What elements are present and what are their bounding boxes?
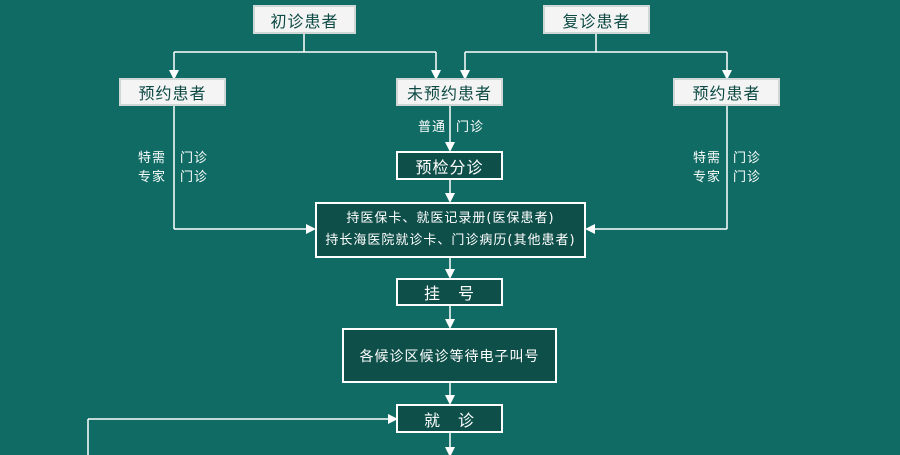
wait-call-label: 各候诊区候诊等待电子叫号 xyxy=(359,348,540,365)
left-special-clinic-label: 门诊 xyxy=(180,151,209,166)
no-appointment-box: 未预约患者 xyxy=(396,78,503,106)
wait-call-box: 各候诊区候诊等待电子叫号 xyxy=(342,328,557,383)
appointment-left-box: 预约患者 xyxy=(119,78,226,106)
appointment-left-label: 预约患者 xyxy=(138,84,207,103)
initial-patients-label: 初诊患者 xyxy=(270,11,339,31)
right-special-clinic-label: 门诊 xyxy=(733,151,762,166)
no-appointment-label: 未预约患者 xyxy=(406,84,492,103)
mid-regular-clinic-label: 门诊 xyxy=(456,120,485,135)
right-expert-label: 专家 xyxy=(693,170,722,185)
consultation-label: 就 诊 xyxy=(423,410,475,430)
documents-box: 持医保卡、就医记录册(医保患者) 持长海医院就诊卡、门诊病历(其他患者) xyxy=(315,202,586,258)
appointment-right-box: 预约患者 xyxy=(673,78,780,106)
left-expert-clinic-label: 门诊 xyxy=(180,170,209,185)
return-patients-label: 复诊患者 xyxy=(562,11,631,31)
initial-patients-box: 初诊患者 xyxy=(253,5,356,34)
left-special-label: 特需 xyxy=(138,151,167,166)
right-special-label: 特需 xyxy=(693,151,722,166)
left-expert-label: 专家 xyxy=(138,170,167,185)
pre-check-triage-box: 预检分诊 xyxy=(396,151,503,180)
consultation-box: 就 诊 xyxy=(396,404,503,433)
mid-regular-label: 普通 xyxy=(418,120,447,135)
pre-check-triage-label: 预检分诊 xyxy=(415,157,484,177)
registration-label: 挂 号 xyxy=(423,284,475,303)
documents-line1: 持医保卡、就医记录册(医保患者) xyxy=(346,211,555,226)
return-patients-box: 复诊患者 xyxy=(543,5,650,34)
registration-box: 挂 号 xyxy=(396,278,503,306)
appointment-right-label: 预约患者 xyxy=(692,84,761,103)
right-expert-clinic-label: 门诊 xyxy=(733,170,762,185)
documents-line2: 持长海医院就诊卡、门诊病历(其他患者) xyxy=(325,233,576,248)
